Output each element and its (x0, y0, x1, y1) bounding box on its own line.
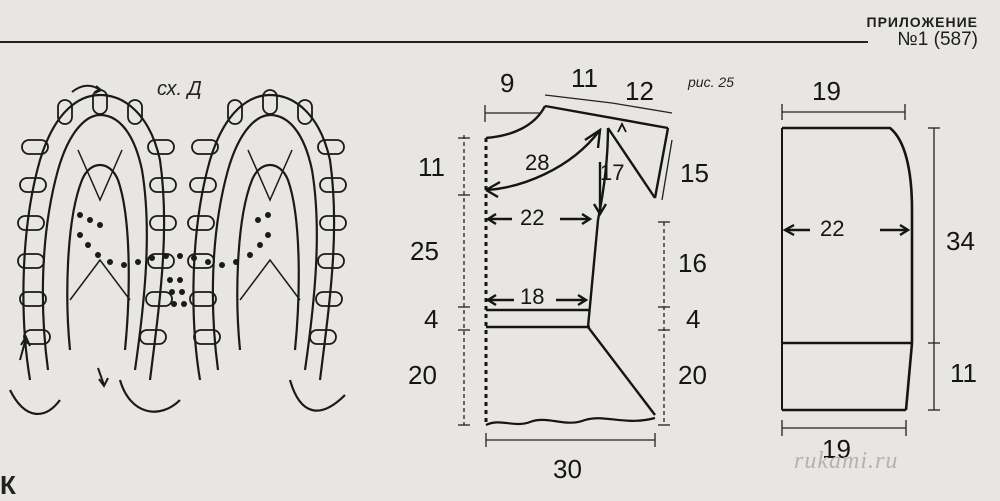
dim-sleeve-bottom-width: 19 (822, 434, 851, 464)
dim-side-top-height: 11 (418, 152, 445, 182)
dim-side-upper-height: 25 (410, 236, 439, 266)
dim-right-upper-height: 16 (678, 248, 707, 278)
dim-neck-width: 9 (500, 68, 515, 98)
dim-armhole-depth: 17 (600, 160, 625, 185)
scheme-arrows (19, 84, 109, 388)
dim-neck-curve-length: 28 (525, 150, 550, 175)
dim-half-width-upper: 22 (520, 205, 545, 230)
dim-sleeve-upper-height: 34 (946, 226, 975, 256)
dim-side-lower-height: 20 (408, 360, 437, 390)
dim-right-lower-height: 20 (678, 360, 707, 390)
figure-label: рис. 25 (688, 74, 734, 90)
dim-shoulder-drop: 15 (680, 158, 709, 188)
dim-side-band-height: 4 (424, 304, 439, 334)
dim-shoulder-slope-width: 12 (625, 76, 654, 106)
magazine-header: ПРИЛОЖЕНИЕ №1 (587) (867, 14, 979, 51)
appendix-title: ПРИЛОЖЕНИЕ (866, 14, 978, 30)
scheme-label: сх. Д (157, 78, 202, 100)
scheme-left-motif (9, 89, 181, 416)
scheme-connecting-dots (77, 212, 271, 307)
dim-half-width-band: 18 (520, 284, 545, 309)
dim-sleeve-mid-width: 22 (820, 216, 845, 241)
dim-right-band-height: 4 (686, 304, 701, 334)
issue-number: №1 (587) (897, 29, 978, 50)
dim-sleeve-cuff-height: 11 (950, 358, 977, 388)
watermark: rukami.ru (794, 448, 899, 474)
dim-sleeve-top-width: 19 (812, 76, 841, 106)
bottom-letter: К (0, 470, 16, 500)
scheme-right-motif (187, 89, 347, 412)
dim-shoulder-width: 11 (571, 63, 598, 93)
dim-bottom-width: 30 (553, 454, 582, 484)
